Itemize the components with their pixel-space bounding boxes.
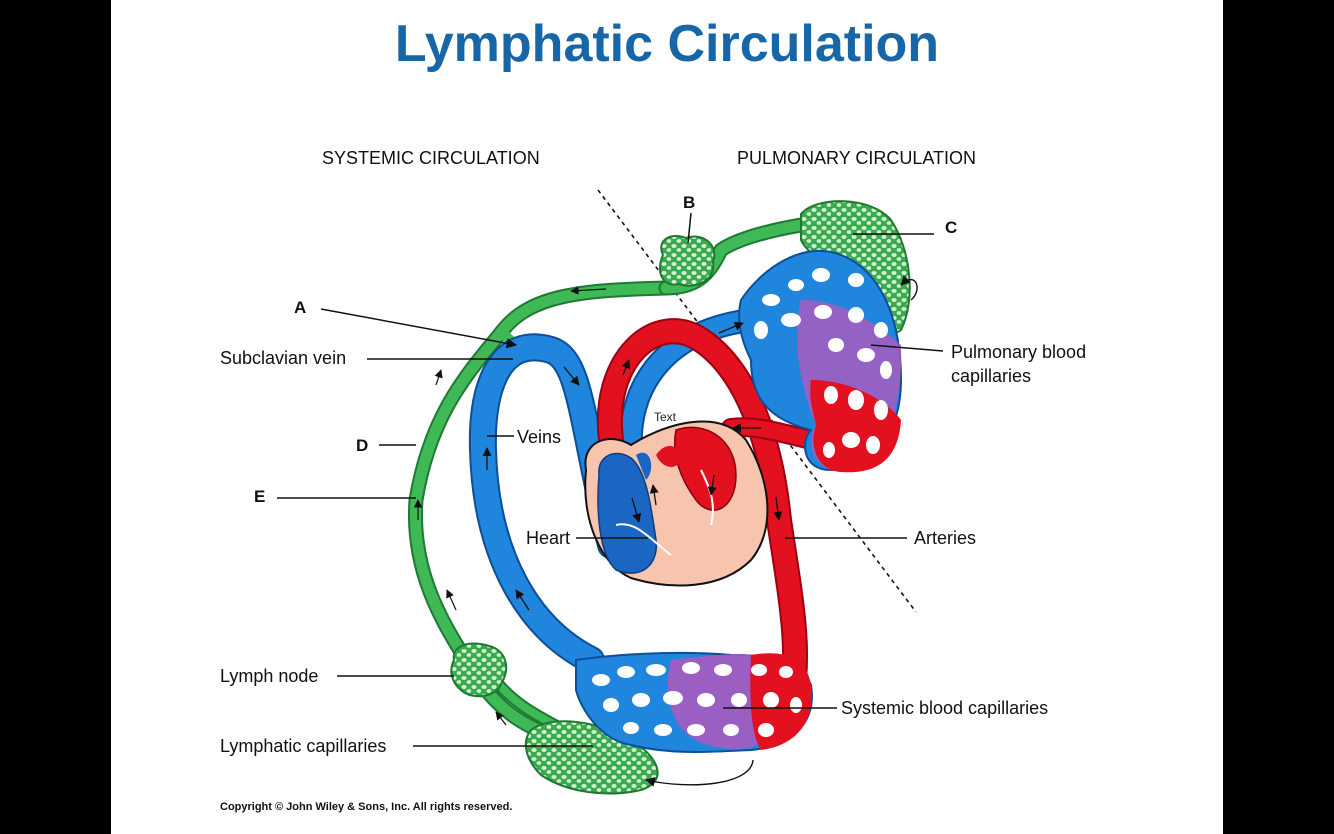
- pulmonary-capillary-bed: [738, 250, 903, 473]
- leader-lines: [277, 212, 944, 747]
- pulmonary-circulation-header: PULMONARY CIRCULATION: [737, 148, 976, 168]
- label-lymph-node: Lymph node: [220, 666, 318, 686]
- label-b: B: [683, 193, 695, 212]
- label-subclavian-vein: Subclavian vein: [220, 348, 346, 368]
- label-heart: Heart: [526, 528, 570, 548]
- blood-flow-arrows: [482, 321, 783, 611]
- systemic-capillary-bed: [575, 651, 813, 754]
- pulmonary-artery: [618, 308, 763, 467]
- circulation-diagram: SYSTEMIC CIRCULATION PULMONARY CIRCULATI…: [220, 148, 1086, 813]
- lymph-node: [450, 642, 508, 698]
- systemic-lymph-arrow: [645, 759, 754, 787]
- page-title: Lymphatic Circulation: [394, 15, 940, 73]
- label-pulmonary-capillaries-line1: Pulmonary blood: [951, 342, 1086, 362]
- label-pulmonary-capillaries-line2: capillaries: [951, 366, 1031, 386]
- copyright-notice: Copyright © John Wiley & Sons, Inc. All …: [220, 801, 512, 813]
- label-d: D: [356, 436, 368, 455]
- slide: Lymphatic Circulation SYSTEMIC CIRCULATI…: [111, 0, 1223, 834]
- label-systemic-capillaries: Systemic blood capillaries: [841, 698, 1048, 718]
- label-e: E: [254, 487, 265, 506]
- label-text-placeholder: Text: [654, 410, 677, 424]
- pulmonary-lymph-arrow: [900, 275, 918, 301]
- lymph-node-b: [659, 235, 716, 287]
- label-c: C: [945, 218, 957, 237]
- label-lymphatic-capillaries: Lymphatic capillaries: [220, 736, 386, 756]
- systemic-circulation-header: SYSTEMIC CIRCULATION: [322, 148, 540, 168]
- heart: [584, 420, 769, 587]
- label-veins: Veins: [517, 427, 561, 447]
- label-arteries: Arteries: [914, 528, 976, 548]
- label-a: A: [294, 298, 306, 317]
- lymph-flow-arrows: [413, 286, 607, 726]
